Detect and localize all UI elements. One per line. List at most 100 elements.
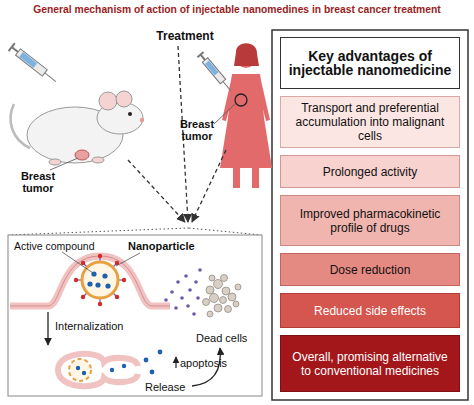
endosome-drawing-part bbox=[69, 359, 91, 381]
mouse-drawing-part bbox=[49, 159, 61, 165]
annotation-label: Dead cells bbox=[196, 332, 258, 344]
released-drug-dots-part bbox=[194, 280, 198, 284]
dead-cell-cluster-part bbox=[222, 287, 230, 295]
nanoparticle-drawing-part-part bbox=[115, 295, 119, 299]
dead-cell-cluster-part bbox=[225, 306, 232, 313]
nanoparticle-drawing-part-part bbox=[122, 278, 126, 282]
syringe-icon bbox=[9, 43, 59, 85]
syringe-icon-part bbox=[19, 52, 37, 68]
woman-drawing-part bbox=[214, 103, 236, 124]
nanoparticle-drawing-part bbox=[74, 254, 126, 306]
treatment-arrows-part bbox=[128, 160, 185, 222]
annotation-label: Active compound bbox=[14, 240, 114, 252]
annotation-label: Release bbox=[145, 381, 205, 393]
treatment-arrows-part bbox=[192, 150, 226, 222]
dead-cell-cluster-part bbox=[228, 293, 236, 301]
annotation-label: Breast tumor bbox=[176, 118, 218, 142]
dead-cell-cluster-part bbox=[206, 286, 214, 294]
dead-cell-cluster-part bbox=[214, 304, 222, 312]
syringe-icon-part bbox=[16, 49, 48, 76]
dead-cell-cluster-part bbox=[221, 275, 228, 282]
nanoparticle-drawing-part-part bbox=[98, 302, 102, 306]
endosome-drawing-part-part bbox=[76, 366, 80, 370]
dead-cell-cluster-part bbox=[203, 299, 210, 306]
nanoparticle-drawing-part-part bbox=[81, 295, 85, 299]
woman-drawing-part bbox=[233, 168, 240, 188]
released-drug-dots-part bbox=[174, 306, 178, 310]
zoom-lines-part bbox=[9, 228, 189, 235]
advantage-box: Prolonged activity bbox=[280, 155, 460, 188]
box-text: Key advantages of injectable nanomedicin… bbox=[287, 49, 453, 77]
mouse-drawing-part bbox=[116, 91, 132, 107]
annotation-label: apoptosis bbox=[180, 357, 250, 369]
endosome-drawing-part-part bbox=[150, 370, 155, 375]
nanoparticle-drawing-part-part bbox=[87, 281, 92, 286]
advantages-panel bbox=[272, 30, 468, 400]
released-drug-dots-part bbox=[188, 288, 192, 292]
advantage-box: Overall, promising alternative to conven… bbox=[280, 335, 460, 392]
annotation-label: Treatment bbox=[150, 30, 220, 42]
woman-drawing-part bbox=[252, 168, 259, 188]
dead-cell-cluster-part bbox=[235, 284, 241, 290]
nanoparticle-drawing-part bbox=[87, 271, 110, 288]
dead-cell-cluster-part bbox=[210, 294, 219, 303]
mouse-drawing-part bbox=[50, 158, 78, 170]
endosome-drawing bbox=[58, 350, 162, 387]
released-drug-dots-part bbox=[198, 268, 202, 272]
syringe-icon-part bbox=[202, 58, 225, 84]
box-text: Improved pharmacokinetic profile of drug… bbox=[287, 207, 453, 235]
mouse-drawing-part bbox=[92, 157, 104, 163]
advantage-box: Dose reduction bbox=[280, 253, 460, 286]
box-text: Reduced side effects bbox=[314, 304, 426, 318]
endosome-drawing-part-part bbox=[82, 371, 86, 375]
woman-drawing bbox=[214, 43, 272, 188]
released-drug-dots-part bbox=[186, 304, 190, 308]
cell-membrane bbox=[10, 256, 170, 306]
nanoparticle-drawing-part bbox=[62, 252, 93, 273]
dead-cell-cluster-part bbox=[233, 301, 239, 307]
mouse-drawing-part bbox=[99, 92, 117, 110]
zoom-lines-part bbox=[189, 228, 261, 235]
syringe-icon-part bbox=[205, 61, 218, 76]
dead-cell-cluster-part bbox=[207, 311, 213, 317]
annotation-label: Internalization bbox=[55, 320, 145, 332]
nanoparticle-drawing-part bbox=[116, 253, 140, 266]
nanoparticle-drawing-part bbox=[76, 256, 124, 304]
mouse-drawing-part bbox=[11, 104, 30, 148]
woman-drawing-part bbox=[235, 94, 247, 106]
woman-drawing-part bbox=[234, 43, 259, 66]
syringe-icon-part bbox=[197, 52, 203, 57]
endosome-drawing-part-part bbox=[158, 350, 163, 355]
nanoparticle-drawing-part-part bbox=[95, 282, 100, 287]
syringe-icon-part bbox=[12, 47, 18, 52]
header-box: Key advantages of injectable nanomedicin… bbox=[280, 37, 460, 89]
cell-membrane-part bbox=[10, 256, 170, 306]
syringe-icon bbox=[197, 52, 233, 93]
nanoparticle-drawing-part-part bbox=[74, 278, 78, 282]
endosome-drawing-part bbox=[76, 350, 163, 376]
diagram-title: General mechanism of action of injectabl… bbox=[0, 3, 474, 16]
released-drug-dots-part bbox=[196, 296, 200, 300]
nanoparticle-drawing-part-part bbox=[81, 261, 85, 265]
box-text: Prolonged activity bbox=[323, 165, 418, 179]
annotation-label: Breast tumor bbox=[16, 170, 60, 194]
internalization-arrow bbox=[47, 312, 48, 345]
syringe-icon-part bbox=[45, 73, 56, 82]
mouse-drawing bbox=[11, 91, 145, 170]
dead-cell-cluster-part bbox=[209, 275, 215, 281]
endosome-drawing-part-part bbox=[144, 358, 149, 363]
dead-cell-cluster-part bbox=[220, 297, 227, 304]
nanoparticle-drawing-part-part bbox=[105, 283, 110, 288]
woman-drawing-part bbox=[220, 74, 272, 168]
annotation-label: Nanoparticle bbox=[128, 240, 208, 252]
inset-frame bbox=[8, 235, 262, 396]
released-drug-dots-part bbox=[192, 312, 196, 316]
released-drug-dots-part bbox=[176, 280, 180, 284]
advantage-box: Reduced side effects bbox=[280, 293, 460, 328]
released-drug-dots-part bbox=[180, 296, 184, 300]
released-drug-dots-part bbox=[164, 298, 168, 302]
advantage-box: Improved pharmacokinetic profile of drug… bbox=[280, 195, 460, 246]
nanoparticle-drawing-part bbox=[82, 262, 118, 298]
